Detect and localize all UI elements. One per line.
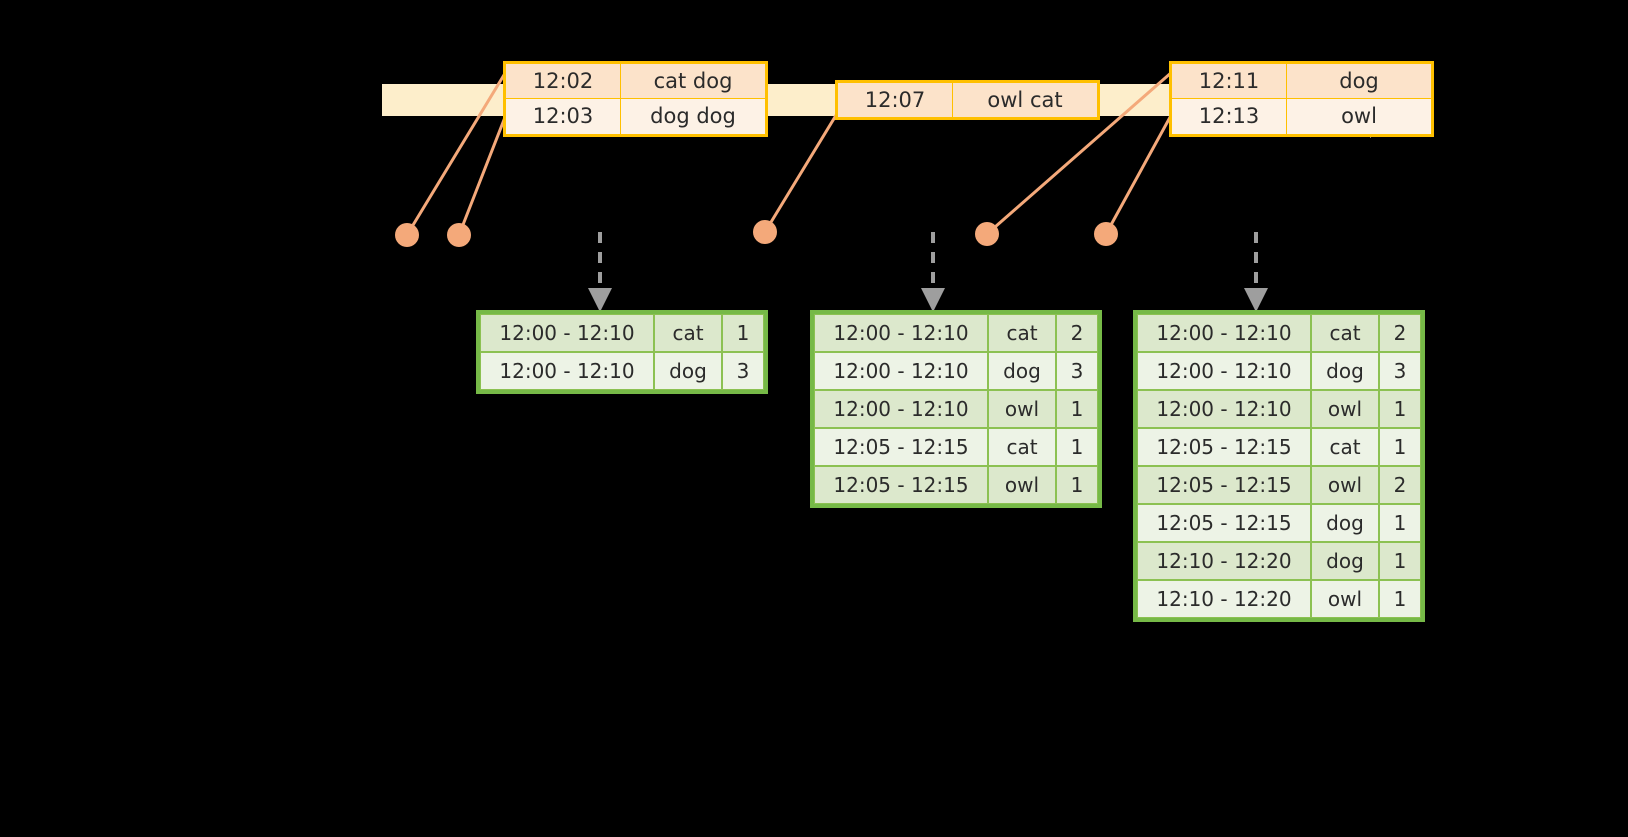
count-cell: 2 bbox=[1056, 314, 1098, 352]
count-cell: 1 bbox=[1379, 504, 1421, 542]
dashed-arrow-3 bbox=[1244, 232, 1268, 312]
window-cell: 12:10 - 12:20 bbox=[1137, 580, 1311, 618]
event-time: 12:02 bbox=[504, 61, 621, 100]
word-cell: dog bbox=[1311, 352, 1379, 390]
word-cell: owl bbox=[1311, 390, 1379, 428]
event-row: 12:11 dog bbox=[1170, 61, 1433, 100]
connector-dot-4 bbox=[975, 222, 999, 246]
count-cell: 3 bbox=[722, 352, 764, 390]
table-row: 12:00 - 12:10 owl 1 bbox=[814, 390, 1098, 428]
event-time: 12:13 bbox=[1170, 98, 1287, 136]
dashed-arrow-2 bbox=[921, 232, 945, 312]
event-time: 12:07 bbox=[836, 80, 953, 120]
connector-line-1 bbox=[405, 68, 509, 237]
window-cell: 12:00 - 12:10 bbox=[480, 352, 654, 390]
table-row: 12:05 - 12:15 dog 1 bbox=[1137, 504, 1421, 542]
dashed-arrows bbox=[588, 232, 1268, 312]
table-row: 12:05 - 12:15 owl 2 bbox=[1137, 466, 1421, 504]
word-cell: owl bbox=[1311, 580, 1379, 618]
word-cell: owl bbox=[988, 466, 1056, 504]
word-cell: dog bbox=[1311, 504, 1379, 542]
window-cell: 12:05 - 12:15 bbox=[1137, 428, 1311, 466]
word-cell: dog bbox=[654, 352, 722, 390]
window-cell: 12:00 - 12:10 bbox=[814, 314, 988, 352]
connector-line-2 bbox=[457, 105, 511, 237]
window-cell: 12:00 - 12:10 bbox=[814, 352, 988, 390]
table-row: 12:10 - 12:20 dog 1 bbox=[1137, 542, 1421, 580]
event-row: 12:02 cat dog bbox=[504, 61, 767, 100]
word-cell: dog bbox=[1311, 542, 1379, 580]
window-cell: 12:00 - 12:10 bbox=[480, 314, 654, 352]
window-cell: 12:00 - 12:10 bbox=[814, 390, 988, 428]
word-cell: cat bbox=[1311, 428, 1379, 466]
window-cell: 12:00 - 12:10 bbox=[1137, 352, 1311, 390]
count-cell: 1 bbox=[1379, 542, 1421, 580]
window-cell: 12:05 - 12:15 bbox=[1137, 466, 1311, 504]
table-row: 12:00 - 12:10 owl 1 bbox=[1137, 390, 1421, 428]
word-cell: owl bbox=[1311, 466, 1379, 504]
word-cell: cat bbox=[654, 314, 722, 352]
event-group-1: 12:02 cat dog 12:03 dog dog bbox=[503, 61, 768, 137]
dashed-arrow-1 bbox=[588, 232, 612, 312]
window-cell: 12:00 - 12:10 bbox=[1137, 390, 1311, 428]
connector-line-3 bbox=[763, 110, 840, 234]
event-words: dog bbox=[1286, 61, 1433, 100]
count-cell: 1 bbox=[1379, 390, 1421, 428]
event-time: 12:03 bbox=[504, 98, 621, 136]
connector-dots bbox=[395, 220, 1118, 247]
event-group-2: 12:07 owl cat bbox=[835, 80, 1100, 121]
table-row: 12:05 - 12:15 cat 1 bbox=[814, 428, 1098, 466]
word-cell: owl bbox=[988, 390, 1056, 428]
event-words: owl bbox=[1286, 98, 1433, 136]
word-cell: cat bbox=[988, 314, 1056, 352]
connector-dot-5 bbox=[1094, 222, 1118, 246]
connector-dot-2 bbox=[447, 223, 471, 247]
table-row: 12:05 - 12:15 owl 1 bbox=[814, 466, 1098, 504]
count-cell: 1 bbox=[1379, 580, 1421, 618]
table-row: 12:00 - 12:10 dog 3 bbox=[814, 352, 1098, 390]
table-row: 12:00 - 12:10 cat 2 bbox=[1137, 314, 1421, 352]
event-time: 12:11 bbox=[1170, 61, 1287, 100]
window-cell: 12:05 - 12:15 bbox=[814, 428, 988, 466]
table-row: 12:00 - 12:10 cat 1 bbox=[480, 314, 764, 352]
count-cell: 1 bbox=[1056, 390, 1098, 428]
window-cell: 12:05 - 12:15 bbox=[1137, 504, 1311, 542]
count-cell: 1 bbox=[722, 314, 764, 352]
word-cell: cat bbox=[1311, 314, 1379, 352]
connector-dot-1 bbox=[395, 223, 419, 247]
count-cell: 2 bbox=[1379, 466, 1421, 504]
table-row: 12:00 - 12:10 dog 3 bbox=[1137, 352, 1421, 390]
event-row: 12:07 owl cat bbox=[836, 80, 1099, 120]
table-row: 12:00 - 12:10 cat 2 bbox=[814, 314, 1098, 352]
count-cell: 1 bbox=[1379, 428, 1421, 466]
table-row: 12:00 - 12:10 dog 3 bbox=[480, 352, 764, 390]
table-row: 12:05 - 12:15 cat 1 bbox=[1137, 428, 1421, 466]
count-cell: 2 bbox=[1379, 314, 1421, 352]
count-cell: 3 bbox=[1379, 352, 1421, 390]
connector-line-5 bbox=[1104, 108, 1176, 236]
event-row: 12:03 dog dog bbox=[504, 98, 767, 136]
count-cell: 1 bbox=[1056, 466, 1098, 504]
window-cell: 12:05 - 12:15 bbox=[814, 466, 988, 504]
word-cell: cat bbox=[988, 428, 1056, 466]
count-cell: 3 bbox=[1056, 352, 1098, 390]
connector-dot-3 bbox=[753, 220, 777, 244]
result-table-2: 12:00 - 12:10 cat 2 12:00 - 12:10 dog 3 … bbox=[810, 310, 1102, 508]
window-cell: 12:10 - 12:20 bbox=[1137, 542, 1311, 580]
event-words: dog dog bbox=[620, 98, 767, 136]
count-cell: 1 bbox=[1056, 428, 1098, 466]
window-cell: 12:00 - 12:10 bbox=[1137, 314, 1311, 352]
event-words: cat dog bbox=[620, 61, 767, 100]
event-row: 12:13 owl bbox=[1170, 98, 1433, 136]
result-table-3: 12:00 - 12:10 cat 2 12:00 - 12:10 dog 3 … bbox=[1133, 310, 1425, 622]
word-cell: dog bbox=[988, 352, 1056, 390]
table-row: 12:10 - 12:20 owl 1 bbox=[1137, 580, 1421, 618]
event-group-3: 12:11 dog 12:13 owl bbox=[1169, 61, 1434, 137]
result-table-1: 12:00 - 12:10 cat 1 12:00 - 12:10 dog 3 bbox=[476, 310, 768, 394]
event-words: owl cat bbox=[952, 80, 1099, 120]
